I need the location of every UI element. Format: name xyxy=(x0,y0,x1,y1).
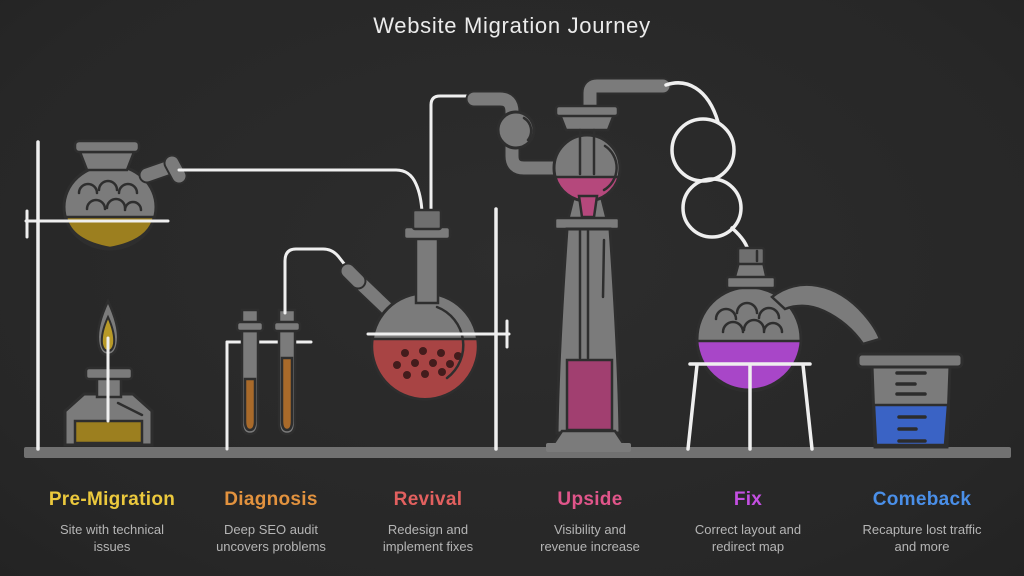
round-bottom-flask xyxy=(339,207,511,451)
beaker-liquid xyxy=(872,403,950,447)
bulb-liquid-stem xyxy=(577,194,599,219)
test-tube-1 xyxy=(235,308,265,436)
retort-stopper xyxy=(736,246,766,266)
tube1-liquid xyxy=(243,377,257,432)
stage-description: Deep SEO audit uncovers problems xyxy=(216,522,326,555)
ball-connector-pipe xyxy=(465,90,565,177)
test-tube-rack xyxy=(225,340,313,451)
stage-label: Upside xyxy=(557,489,623,510)
retort-flask xyxy=(695,246,882,393)
retort-spout xyxy=(770,283,882,346)
stage-pre-migration: Pre-Migration Site with technical issues xyxy=(24,489,200,555)
stage-description: Redesign and implement fixes xyxy=(382,522,474,555)
revival-liquid xyxy=(370,337,480,401)
bench-line xyxy=(24,447,1011,458)
stage-description: Visibility and revenue increase xyxy=(540,522,640,555)
stage-description: Correct layout and redirect map xyxy=(694,522,802,555)
burner-liquid xyxy=(73,419,144,445)
flask1-liquid xyxy=(64,215,156,250)
flask-stopper xyxy=(411,208,443,231)
stage-label: Pre-Migration xyxy=(48,489,176,510)
test-tube-2 xyxy=(272,308,302,436)
tube2-liquid xyxy=(280,356,294,432)
stage-diagnosis: Diagnosis Deep SEO audit uncovers proble… xyxy=(183,489,359,555)
stage-description: Site with technical issues xyxy=(59,522,165,555)
condenser-coil xyxy=(664,81,751,257)
revival-liquid-dots xyxy=(393,347,462,379)
stage-label: Diagnosis xyxy=(224,489,318,510)
stage-comeback: Comeback Recapture lost traffic and more xyxy=(834,489,1010,555)
stage-fix: Fix Correct layout and redirect map xyxy=(660,489,836,555)
stage-label: Revival xyxy=(393,489,463,510)
transfer-tube-b xyxy=(429,94,475,213)
alcohol-burner xyxy=(63,298,154,447)
beaker-graduations xyxy=(895,371,927,443)
transfer-tube-c xyxy=(283,247,351,315)
flask1-bubbles xyxy=(77,179,143,212)
page-title: Website Migration Journey xyxy=(373,13,651,38)
distillation-apparatus xyxy=(546,77,672,452)
beaker xyxy=(856,352,964,449)
float-ball xyxy=(496,110,536,150)
stage-label: Comeback xyxy=(872,489,972,510)
tripod-stand xyxy=(686,362,814,451)
boiling-flask xyxy=(24,139,188,251)
stage-label: Fix xyxy=(733,489,763,510)
stage-revival: Revival Redesign and implement fixes xyxy=(340,489,516,555)
stage-description: Recapture lost traffic and more xyxy=(862,522,982,555)
retort-bubbles xyxy=(714,301,784,334)
transfer-tube-a xyxy=(177,168,424,214)
stage-upside: Upside Visibility and revenue increase xyxy=(502,489,678,555)
column-liquid xyxy=(565,358,614,432)
